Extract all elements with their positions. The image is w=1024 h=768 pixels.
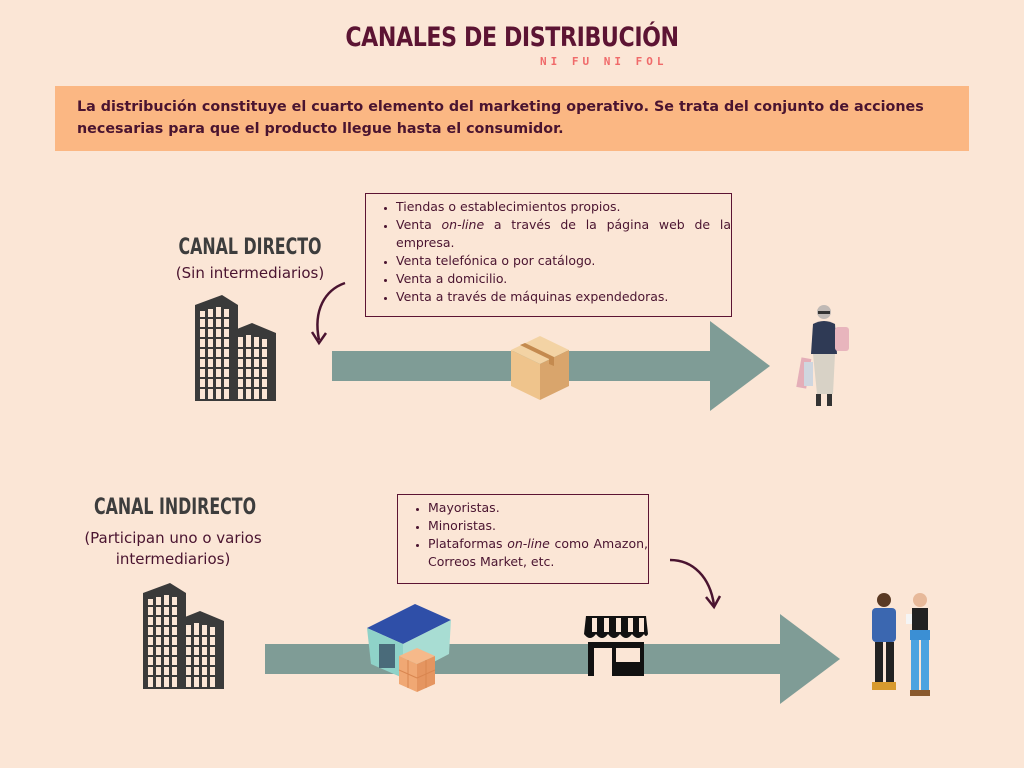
shopper-icon (795, 302, 857, 417)
indirect-channel-subheading: (Participan uno o varios intermediarios) (84, 529, 262, 568)
indirect-channel-heading: CANAL INDIRECTO (93, 495, 257, 520)
list-item: Venta telefónica o por catálogo. (396, 252, 731, 270)
building-icon (140, 581, 228, 696)
storefront-icon (582, 614, 650, 683)
brand-subtitle: NI FU NI FOL (540, 55, 668, 68)
list-item: Venta on-line a través de la página web … (396, 216, 731, 252)
customers-icon (862, 590, 942, 705)
intro-text: La distribución constituye el cuarto ele… (77, 99, 924, 137)
direct-channel-heading: CANAL DIRECTO (178, 235, 322, 260)
package-icon (509, 334, 571, 407)
list-item: Minoristas. (428, 517, 648, 535)
list-item: Venta a través de máquinas expendedoras. (396, 288, 731, 306)
direct-examples-list: Tiendas o establecimientos propios. Vent… (366, 198, 731, 306)
indirect-flow-arrow (265, 614, 845, 704)
direct-channel-subheading: (Sin intermediarios) (175, 264, 325, 282)
warehouse-icon (365, 598, 453, 699)
curved-arrow-icon (668, 555, 723, 615)
list-item: Tiendas o establecimientos propios. (396, 198, 731, 216)
list-item: Plataformas on-line como Amazon, Correos… (428, 535, 648, 571)
building-icon (192, 293, 280, 408)
direct-examples-box: Tiendas o establecimientos propios. Vent… (365, 193, 732, 317)
list-item: Mayoristas. (428, 499, 648, 517)
page-title: CANALES DE DISTRIBUCIÓN (345, 22, 679, 53)
list-item: Venta a domicilio. (396, 270, 731, 288)
curved-arrow-icon (305, 280, 350, 355)
indirect-examples-list: Mayoristas. Minoristas. Plataformas on-l… (398, 499, 648, 571)
intro-banner: La distribución constituye el cuarto ele… (55, 86, 969, 151)
indirect-examples-box: Mayoristas. Minoristas. Plataformas on-l… (397, 494, 649, 584)
